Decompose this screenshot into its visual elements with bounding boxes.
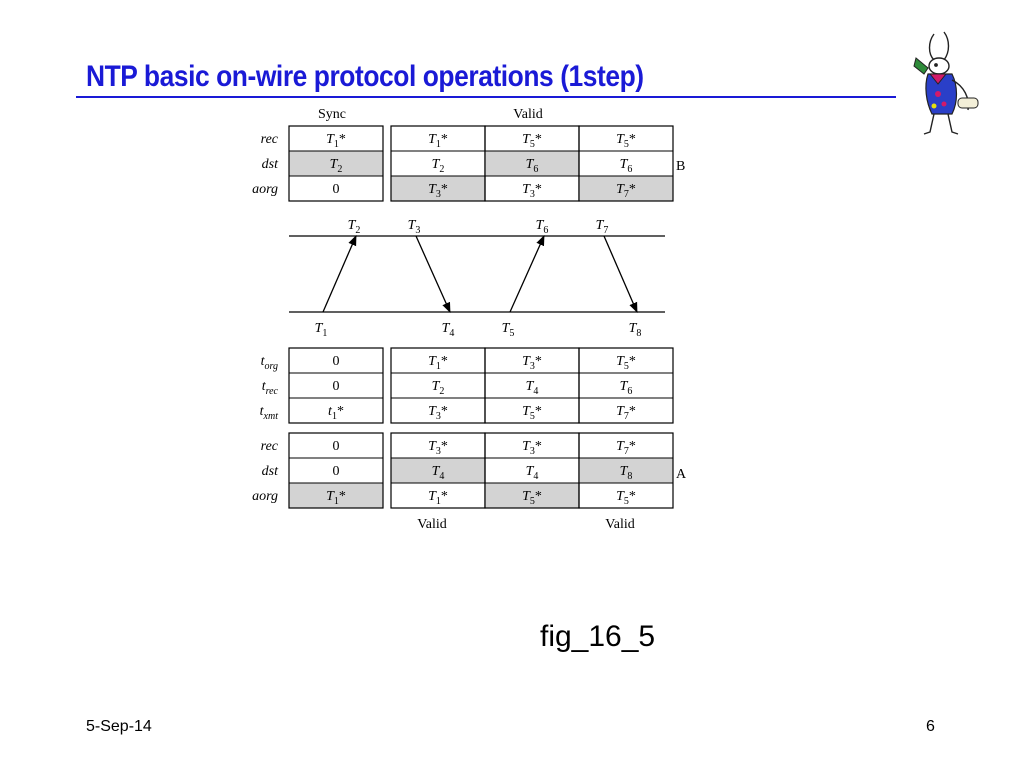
cell-value-a1-0-0: 0 xyxy=(333,354,340,369)
shaded-cell xyxy=(485,483,579,508)
timestamp-label-bottom-3: T8 xyxy=(629,321,642,339)
cell-value-a2-2-3: T5* xyxy=(616,489,636,507)
cell-value-b-0-1: T1* xyxy=(428,132,448,150)
shaded-cell xyxy=(391,458,485,483)
register-box-b-0 xyxy=(288,125,384,202)
row-label-a2-2: aorg xyxy=(252,489,278,504)
cell-value-b-2-0: 0 xyxy=(333,182,340,197)
message-t5-to-t6 xyxy=(509,235,545,313)
cell-value-a1-2-3: T7* xyxy=(616,404,636,422)
register-box-a1-0 xyxy=(288,347,384,424)
cell-value-a1-2-0: t1* xyxy=(328,404,344,422)
timestamp-label-top-3: T7 xyxy=(596,218,609,236)
shaded-cell xyxy=(579,458,673,483)
cell-value-a2-0-1: T3* xyxy=(428,439,448,457)
shaded-cell xyxy=(391,176,485,201)
white-rabbit-logo-icon xyxy=(913,31,979,135)
cell-value-a2-1-2: T4 xyxy=(526,464,539,482)
slide-title: NTP basic on-wire protocol operations (1… xyxy=(86,60,644,93)
cell-value-a2-0-2: T3* xyxy=(522,439,542,457)
row-label-a1-0: torg xyxy=(261,354,278,372)
register-box-b-1 xyxy=(390,125,486,202)
cell-value-b-2-3: T7* xyxy=(616,182,636,200)
message-t7-to-t8 xyxy=(603,235,638,313)
register-box-a1-3 xyxy=(578,347,674,424)
row-label-a1-1: trec xyxy=(262,379,279,397)
cell-value-b-1-1: T2 xyxy=(432,157,445,175)
cell-value-b-0-0: T1* xyxy=(326,132,346,150)
row-label-a2-0: rec xyxy=(261,439,279,454)
row-label-a2-1: dst xyxy=(262,464,279,479)
cell-value-a1-1-2: T4 xyxy=(526,379,539,397)
cell-value-b-2-1: T3* xyxy=(428,182,448,200)
cell-value-a2-0-3: T7* xyxy=(616,439,636,457)
cell-value-a2-1-1: T4 xyxy=(432,464,445,482)
register-box-a2-0 xyxy=(288,432,384,509)
shaded-cell xyxy=(579,176,673,201)
cell-value-a2-0-0: 0 xyxy=(333,439,340,454)
register-box-a2-3 xyxy=(578,432,674,509)
side-label-a: A xyxy=(676,467,687,482)
cell-value-b-1-0: T2 xyxy=(330,157,343,175)
timestamp-label-bottom-1: T4 xyxy=(442,321,455,339)
cell-value-b-1-2: T6 xyxy=(526,157,539,175)
row-label-b-2: aorg xyxy=(252,182,278,197)
column-bottom-label-1: Valid xyxy=(605,517,635,532)
timestamp-label-bottom-2: T5 xyxy=(502,321,515,339)
timestamp-label-top-2: T6 xyxy=(536,218,549,236)
register-box-a2-1 xyxy=(390,432,486,509)
cell-value-b-2-2: T3* xyxy=(522,182,542,200)
row-label-a1-2: txmt xyxy=(260,404,279,422)
timestamp-label-top-0: T2 xyxy=(348,218,361,236)
cell-value-b-0-3: T5* xyxy=(616,132,636,150)
cell-value-b-0-2: T5* xyxy=(522,132,542,150)
cell-value-a1-2-1: T3* xyxy=(428,404,448,422)
cell-value-a1-0-1: T1* xyxy=(428,354,448,372)
side-label-b: B xyxy=(676,159,685,174)
cell-value-a2-1-0: 0 xyxy=(333,464,340,479)
cell-value-a1-1-0: 0 xyxy=(333,379,340,394)
cell-value-a1-0-2: T3* xyxy=(522,354,542,372)
register-box-b-3 xyxy=(578,125,674,202)
cell-value-a1-2-2: T5* xyxy=(522,404,542,422)
column-top-label-0: Sync xyxy=(318,107,346,122)
column-top-label-1: Valid xyxy=(513,107,543,122)
cell-value-a1-1-1: T2 xyxy=(432,379,445,397)
row-label-b-1: dst xyxy=(262,157,279,172)
cell-value-a1-0-3: T5* xyxy=(616,354,636,372)
page-number: 6 xyxy=(926,718,935,735)
row-label-b-0: rec xyxy=(261,132,279,147)
cell-value-b-1-3: T6 xyxy=(620,157,633,175)
cell-value-a2-1-3: T8 xyxy=(620,464,633,482)
title-underline xyxy=(76,96,896,98)
figure-label: fig_16_5 xyxy=(540,620,656,653)
timestamp-label-top-1: T3 xyxy=(408,218,421,236)
shaded-cell xyxy=(289,151,383,176)
cell-value-a1-1-3: T6 xyxy=(620,379,633,397)
timestamp-label-bottom-0: T1 xyxy=(315,321,328,339)
footer-date: 5-Sep-14 xyxy=(86,718,152,735)
shaded-cell xyxy=(289,483,383,508)
message-t1-to-t2 xyxy=(322,235,357,313)
cell-value-a2-2-1: T1* xyxy=(428,489,448,507)
cell-value-a2-2-0: T1* xyxy=(326,489,346,507)
message-t3-to-t4 xyxy=(415,235,451,313)
shaded-cell xyxy=(485,151,579,176)
column-bottom-label-0: Valid xyxy=(417,517,447,532)
cell-value-a2-2-2: T5* xyxy=(522,489,542,507)
